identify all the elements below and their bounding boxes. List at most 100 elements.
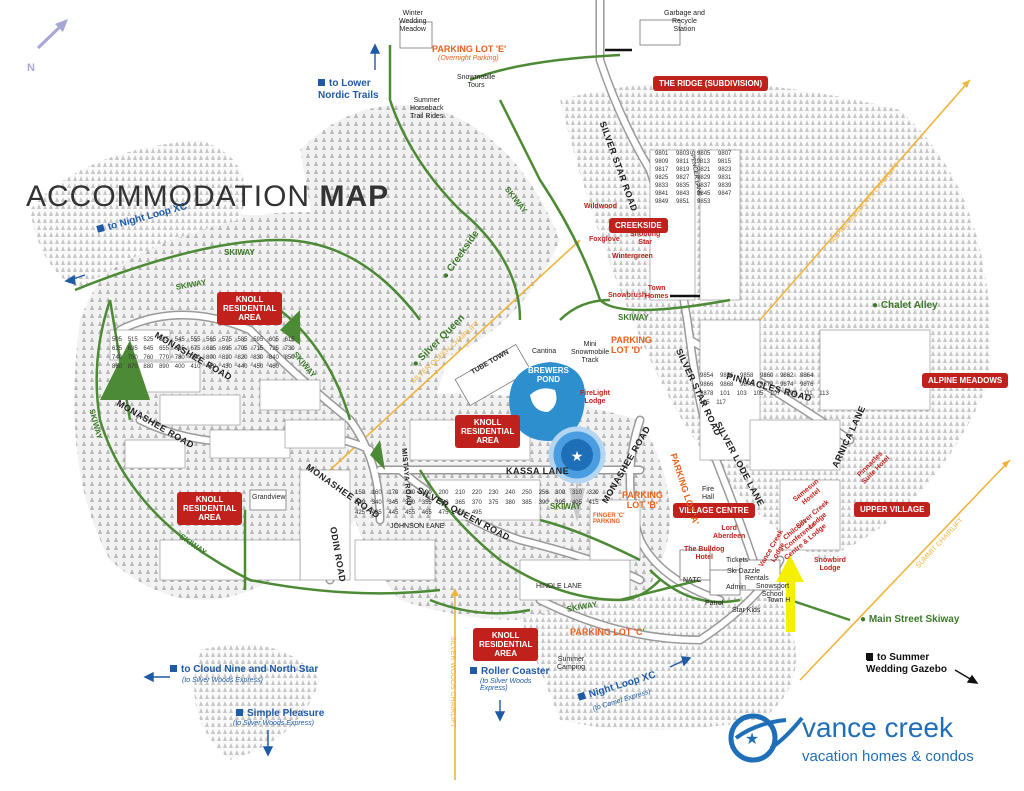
ski-dazzle: Ski Dazzle — [727, 568, 761, 575]
lot-number: 445 — [388, 510, 406, 516]
lot-number: 9819 — [676, 167, 698, 173]
lot-number: 685 — [206, 346, 222, 352]
creekside-badge: CREEKSIDE — [609, 218, 668, 233]
chairlifts — [329, 79, 1011, 780]
lot-number: 770 — [159, 355, 175, 361]
lot-number: 450 — [253, 364, 269, 370]
simple-pleasure-text: Simple Pleasure — [247, 708, 325, 719]
roller-coaster-label: Roller Coaster — [470, 666, 549, 678]
skiway-label-9: SKIWAY — [550, 502, 581, 511]
lot-number: 256 — [538, 490, 556, 496]
lot-number: 870 — [127, 364, 144, 370]
lot-number: 320 — [588, 490, 599, 496]
town-homes: Town Homes — [645, 285, 669, 300]
lower-nordic-label: to Lower Nordic Trails — [318, 78, 379, 102]
lot-number: 9866 — [700, 382, 721, 388]
lot-number: 9833 — [655, 183, 677, 189]
lot-number: 420 — [206, 364, 222, 370]
finger-c-parking: FINGER 'C' PARKING — [593, 513, 625, 525]
firelight-lodge: FireLight Lodge — [580, 390, 610, 405]
johnson-lane: JOHNSON LANE — [390, 523, 445, 530]
lot-number: 800 — [206, 355, 222, 361]
lot-number: 385 — [521, 500, 539, 506]
lot-number: 695 — [221, 346, 238, 352]
shooting-star: Shooting Star — [630, 231, 661, 246]
wildwood: Wildwood — [584, 203, 617, 210]
lot-number: 9843 — [676, 191, 698, 197]
lot-number: 790 — [190, 355, 207, 361]
lot-number: 310 — [571, 490, 589, 496]
lot-number: 730 — [284, 346, 295, 352]
lot-number: 465 — [421, 510, 439, 516]
lot-number: 860 — [112, 364, 128, 370]
lot-number: 180 — [405, 490, 422, 496]
roller-coaster-sub: (to Silver Woods Express) — [480, 678, 532, 692]
lot-number: 355 — [421, 500, 439, 506]
lot-number: 525 — [143, 337, 160, 343]
lot-number: 230 — [488, 490, 506, 496]
grandview: Grandview — [252, 494, 286, 501]
lot-number: 615 — [284, 337, 295, 343]
lot-number: 725 — [268, 346, 285, 352]
lot-number: 740 — [112, 355, 128, 361]
natc: NATC — [683, 577, 702, 584]
lot-number: 665 — [174, 346, 191, 352]
main-street-text: Main Street Skiway — [868, 614, 960, 625]
lot-number: 300 — [555, 490, 572, 496]
lot-number: 250 — [521, 490, 539, 496]
lot-number: 485 — [455, 510, 472, 516]
knoll-badge-1: KNOLL RESIDENTIAL AREA — [217, 292, 283, 325]
lot-number: 107 — [770, 391, 787, 397]
lot-number: 840 — [268, 355, 285, 361]
lot-number: 117 — [716, 400, 726, 406]
lot-number: 820 — [237, 355, 254, 361]
lot-number: 150 — [355, 490, 372, 496]
lot-number: 380 — [505, 500, 522, 506]
lot-number: 9829 — [697, 175, 719, 181]
lot-number: 605 — [268, 337, 285, 343]
cloud-nine-sub: (to Silver Woods Express) — [182, 677, 263, 684]
silver-queen-chairlift — [329, 239, 581, 471]
lot-number: 111 — [803, 391, 820, 397]
lot-number: 9811 — [676, 159, 697, 165]
lot-number: 780 — [174, 355, 191, 361]
lot-number: 635 — [127, 346, 144, 352]
parking-lot-e: PARKING LOT 'E' — [432, 44, 507, 54]
lot-number: 9821 — [697, 167, 719, 173]
lot-number: 460 — [268, 364, 279, 370]
north-arrow — [36, 19, 68, 50]
knoll-badge-2: KNOLL RESIDENTIAL AREA — [455, 415, 521, 448]
main-street-label: ● Main Street Skiway — [860, 614, 960, 625]
lot-number: 655 — [159, 346, 175, 352]
map-title: ACCOMMODATION MAP — [26, 180, 389, 214]
lot-number: 390 — [538, 500, 556, 506]
lot-number: 9809 — [655, 159, 677, 165]
ridge-badge: THE RIDGE (SUBDIVISION) — [653, 76, 769, 91]
lot-number: 440 — [237, 364, 254, 370]
lot-number: 103 — [736, 391, 754, 397]
lot-number: 555 — [190, 337, 207, 343]
snowbrush: Snowbrush — [608, 292, 647, 299]
lot-number: 405 — [571, 500, 589, 506]
bulldog-hotel: The Bulldog Hotel — [684, 546, 725, 561]
map-title-light: ACCOMMODATION — [26, 180, 311, 213]
logo-line-1: vance creek — [802, 712, 953, 743]
snowsport-school: Snowsport School — [756, 583, 790, 598]
lot-number: 170 — [388, 490, 406, 496]
lot-number: 760 — [143, 355, 160, 361]
knoll-badge-4: KNOLL RESIDENTIAL AREA — [473, 628, 539, 661]
lot-number: 9856 — [720, 373, 741, 379]
kassa-lane: KASSA LANE — [506, 466, 570, 476]
chalet-alley-text: Chalet Alley — [880, 300, 938, 311]
lot-number: 9860 — [760, 373, 781, 379]
lot-number: 9849 — [655, 199, 677, 205]
lot-number: 9825 — [655, 175, 677, 181]
lot-number: 455 — [405, 510, 422, 516]
lot-number: 9803 — [676, 151, 698, 157]
map-title-bold: MAP — [319, 180, 390, 213]
lot-number: 645 — [143, 346, 160, 352]
lot-number: 9851 — [676, 199, 698, 205]
lot-number: 220 — [471, 490, 489, 496]
summer-gazebo-label: to Summer Wedding Gazebo — [866, 652, 947, 676]
lot-number: 9813 — [696, 159, 718, 165]
